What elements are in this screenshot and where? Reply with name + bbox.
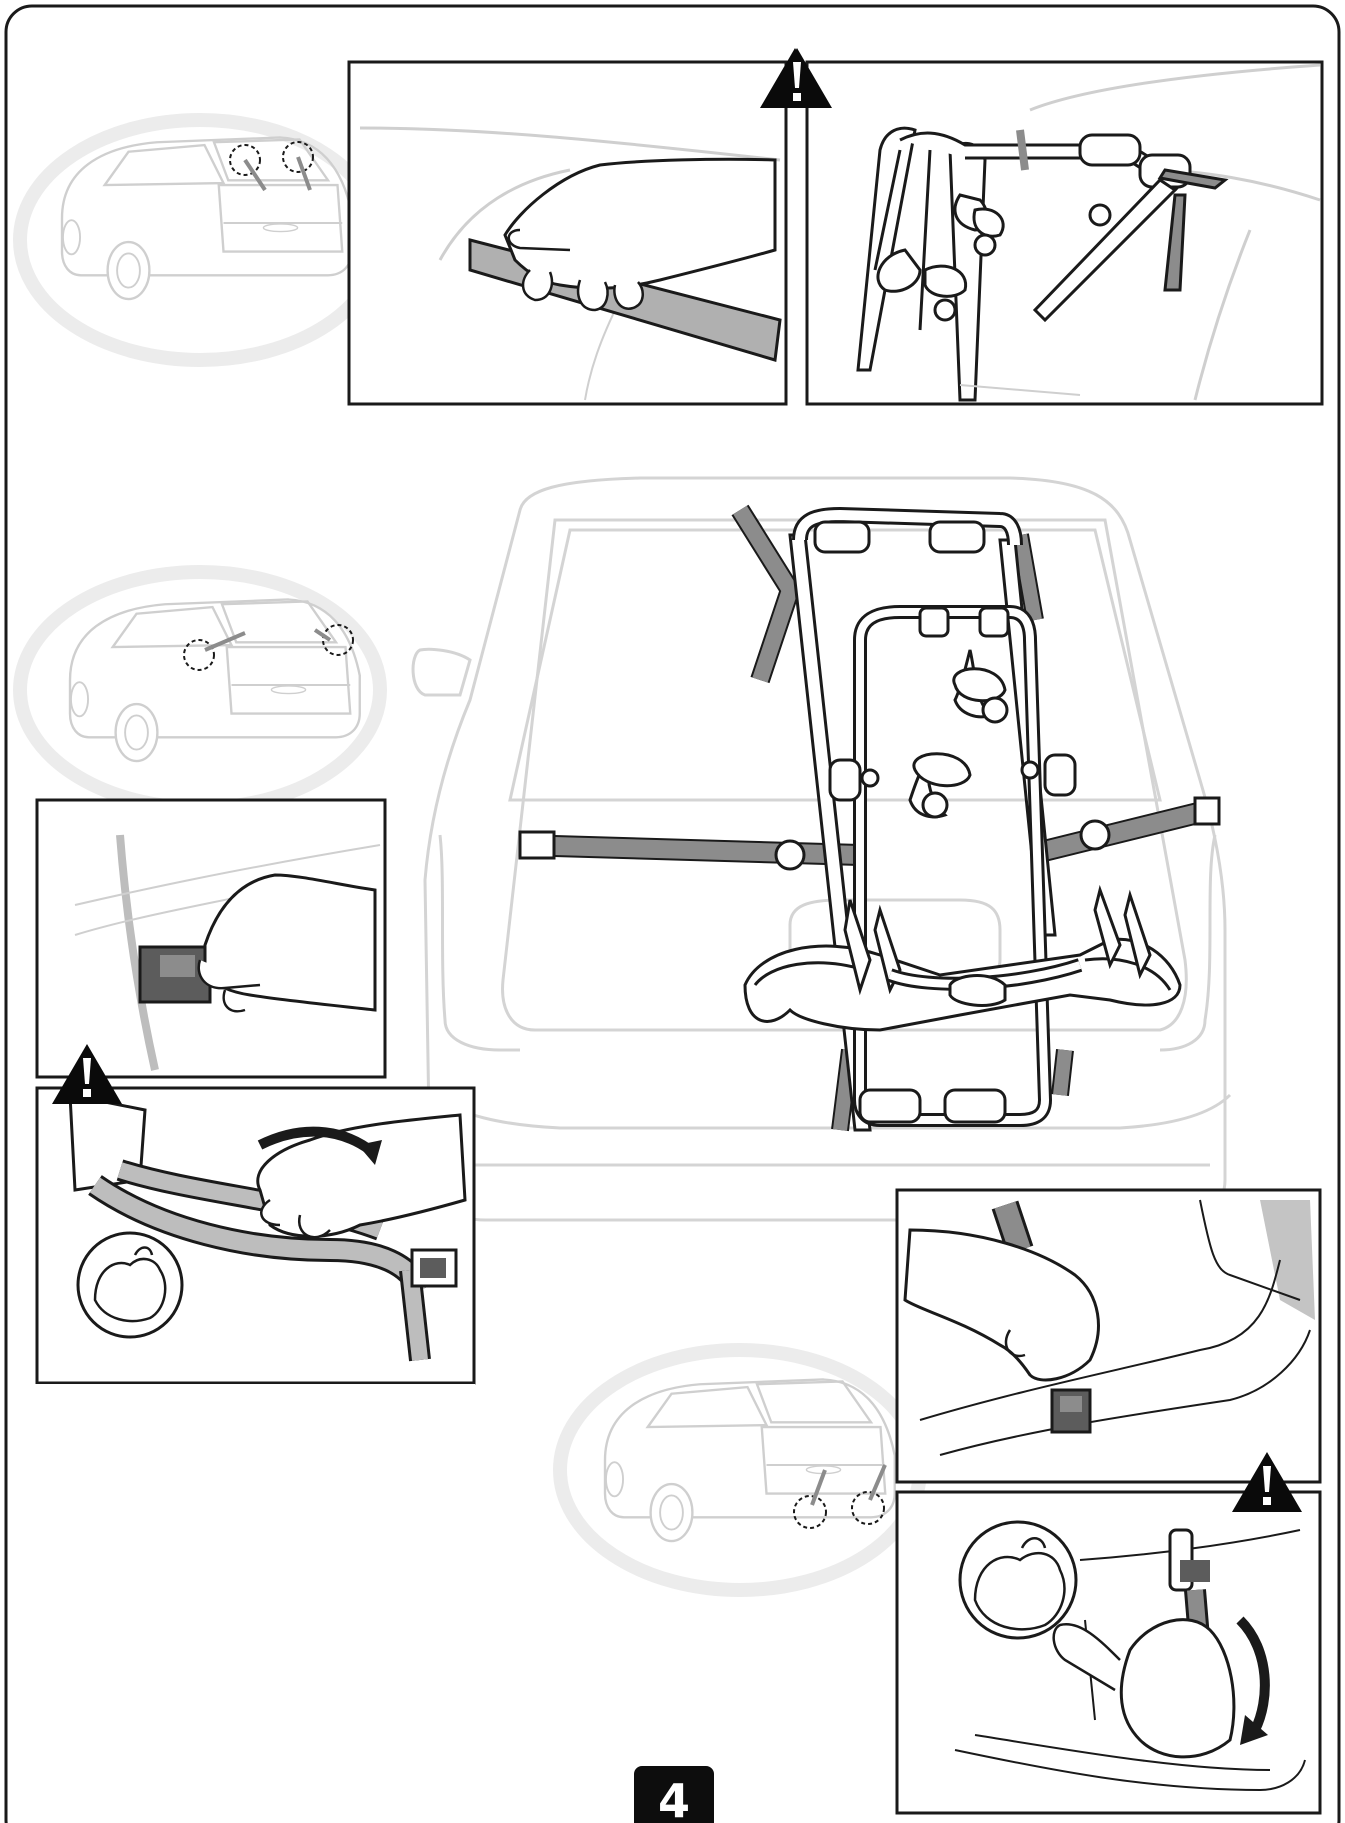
step-panel-tighten-lower-strap [895,1490,1322,1815]
step-panel-lower-strap-hook [895,1188,1322,1484]
inset-car-side-hooks [13,565,387,815]
curved-arrow-icon [1236,1616,1270,1733]
page-number: 4 [634,1766,714,1823]
curved-arrow-icon [257,1126,373,1155]
inset-car-lower-hooks [553,1343,927,1597]
step-panel-upper-strap-hook [347,60,788,406]
bike-rack [743,506,1182,1132]
main-straps [518,504,1221,1132]
step-panel-tighten-side-strap [35,1086,476,1386]
inset-car-top-hooks [13,113,387,367]
step-panel-rack-top-hooks [805,60,1324,406]
step-panel-side-strap-hook [35,798,387,1079]
page-border [4,4,1341,1823]
